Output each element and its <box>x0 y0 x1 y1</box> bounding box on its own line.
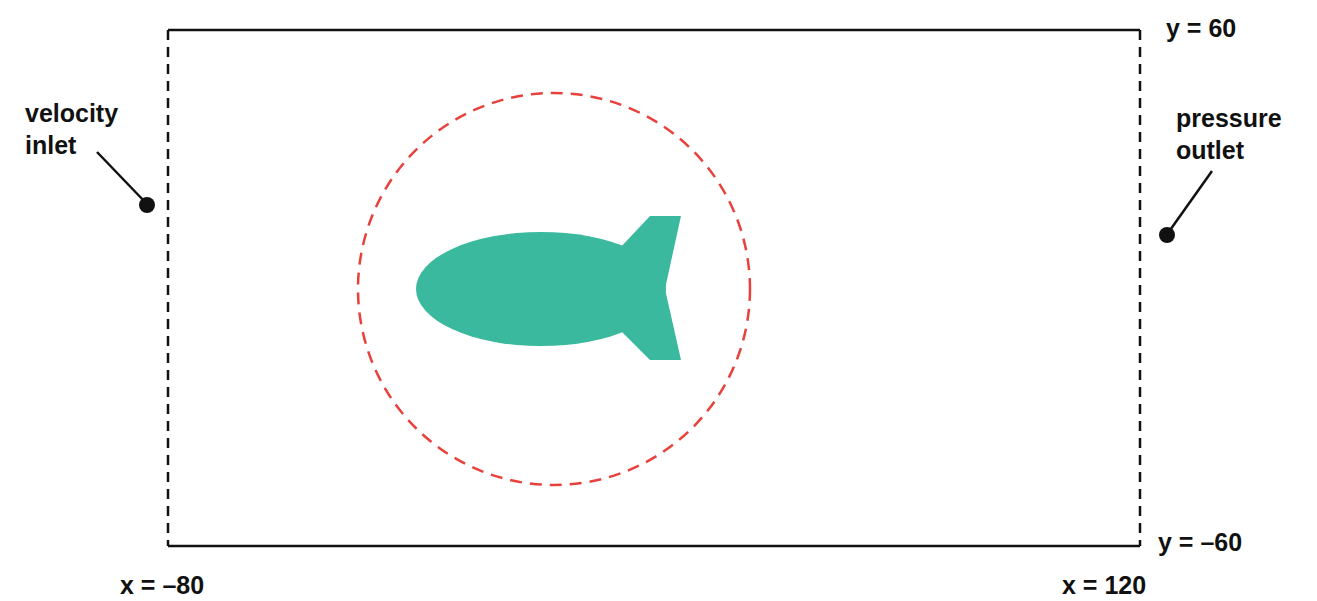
boundary-label: pressure outlet <box>1176 102 1306 166</box>
coordinate-label: x = 120 <box>1062 569 1146 601</box>
body-tail <box>618 216 681 360</box>
refinement-circle <box>358 93 750 485</box>
coordinate-label: y = 60 <box>1166 12 1236 44</box>
inlet-boundary <box>167 30 170 546</box>
bottom-wall <box>168 545 1140 548</box>
coordinate-label: x = –80 <box>120 569 204 601</box>
coordinate-label: y = –60 <box>1158 526 1242 558</box>
outlet-boundary <box>1139 30 1142 546</box>
leader-dot <box>1159 227 1175 243</box>
boundary-label: velocity inlet <box>25 97 137 161</box>
top-wall <box>168 29 1140 32</box>
leader-dot <box>139 197 155 213</box>
leader-line <box>97 152 146 203</box>
leader-line <box>1168 171 1212 233</box>
